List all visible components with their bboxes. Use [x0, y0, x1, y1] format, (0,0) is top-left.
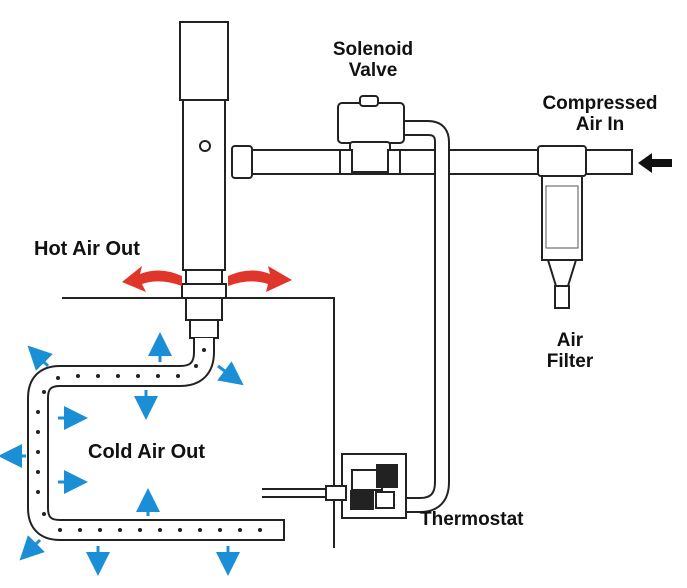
compressed-label-line2: Air In — [575, 113, 625, 135]
compressed-air-in-label: Compressed Air In — [520, 93, 680, 136]
solenoid-label-line1: Solenoid — [332, 39, 414, 60]
hot-air-arrow-right — [228, 266, 292, 292]
filter-label-line2: Filter — [546, 350, 594, 372]
cold-air-out-label: Cold Air Out — [88, 441, 206, 463]
hot-air-out-label: Hot Air Out — [34, 238, 140, 260]
thermostat — [262, 453, 407, 519]
thermostat-label: Thermostat — [420, 509, 524, 530]
compressed-label-line1: Compressed — [542, 93, 658, 114]
compressed-air-arrow — [638, 153, 672, 173]
air-filter-label: Air Filter — [530, 330, 610, 373]
solenoid-valve — [337, 95, 405, 175]
cold-air-arrow — [217, 361, 244, 386]
cold-air-arrow — [19, 535, 45, 561]
cold-air-arrow — [27, 345, 53, 371]
hot-air-arrow-left — [122, 266, 182, 292]
cold-air-arrows — [0, 332, 244, 576]
enclosure-wall — [62, 297, 335, 548]
cold-air-hose — [27, 338, 284, 541]
hose-holes — [36, 348, 262, 532]
thermostat-line — [392, 120, 450, 513]
vortex-tube — [179, 21, 229, 339]
solenoid-label-line2: Valve — [348, 59, 398, 81]
air-filter — [537, 145, 587, 309]
solenoid-valve-label: Solenoid Valve — [308, 39, 438, 82]
filter-label-line1: Air — [556, 330, 584, 351]
